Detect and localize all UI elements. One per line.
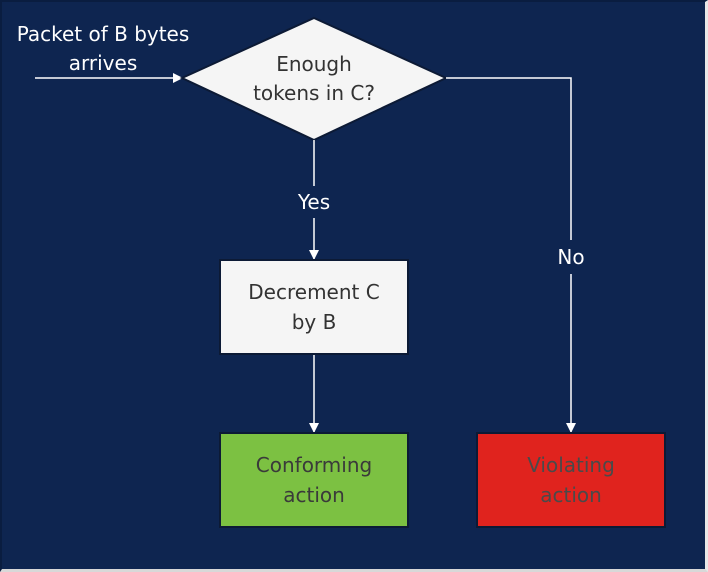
conforming-text: Conforming action [255,453,373,507]
violating-text: Violating action [527,453,615,507]
decrement-text: Decrement C by B [248,280,380,334]
no-connector-upper [446,77,572,240]
decision-text: Enough tokens in C? [253,52,375,105]
conforming-box [219,432,409,528]
yes-label: Yes [297,190,331,214]
no-label: No [557,245,585,269]
violating-box [476,432,666,528]
start-label: Packet of B bytes arrives [16,22,190,75]
decrement-box [219,259,409,355]
